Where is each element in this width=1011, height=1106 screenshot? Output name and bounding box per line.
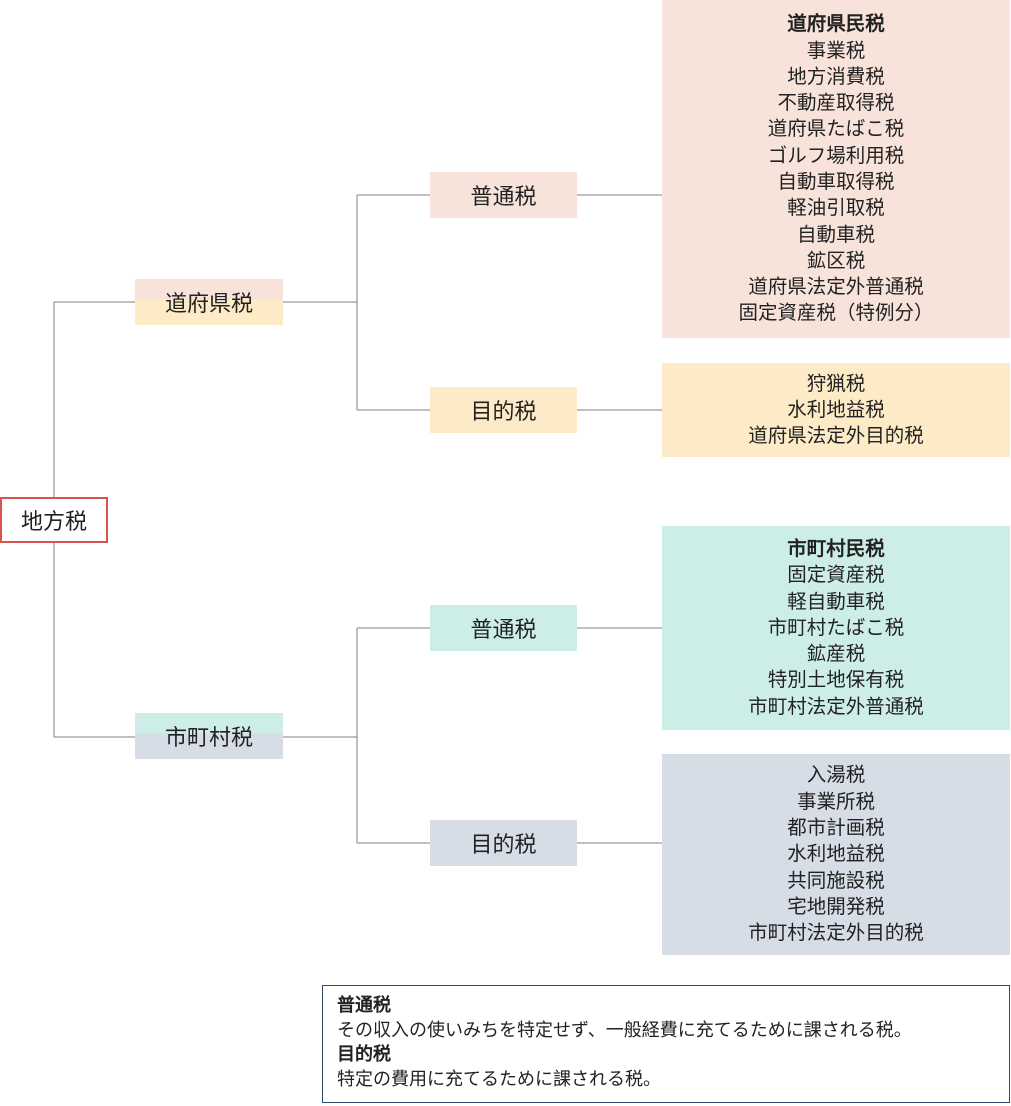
- tax-list-item: 自動車税: [796, 222, 875, 246]
- branch-label-prefectural: 道府県税: [164, 292, 253, 317]
- tax-list-item: 固定資産税（特例分）: [738, 301, 934, 325]
- root-label: 地方税: [20, 510, 87, 535]
- root-node-local-tax: 地方税: [0, 497, 108, 543]
- category-node-muni-purpose: 目的税: [430, 820, 577, 866]
- tax-list-item: 自動車取得税: [777, 170, 895, 193]
- tax-list-item: 市町村法定外目的税: [748, 921, 924, 945]
- category-node-pref-general: 普通税: [430, 172, 577, 218]
- tax-list-item: 市町村民税: [787, 536, 885, 560]
- category-label: 目的税: [470, 833, 537, 858]
- note-desc-purpose: 特定の費用に充てるために課される税。: [337, 1068, 661, 1090]
- tax-list-item: 道府県法定外目的税: [748, 424, 924, 448]
- tax-list-item: 道府県法定外普通税: [748, 275, 924, 299]
- tax-list-item: 共同施設税: [787, 868, 885, 892]
- category-label: 普通税: [470, 618, 537, 643]
- tax-list-item: 狩猟税: [806, 371, 866, 395]
- tax-list-item: 軽油引取税: [787, 196, 885, 220]
- tax-list-item: 事業税: [806, 38, 866, 62]
- tax-list-item: 水利地益税: [787, 397, 885, 421]
- category-label: 普通税: [470, 185, 537, 210]
- tax-list-item: 事業所税: [796, 789, 875, 813]
- tax-list-item: 道府県民税: [787, 12, 885, 36]
- tax-list-item: 地方消費税: [787, 64, 885, 88]
- tax-list-muni-purpose: 入湯税 事業所税 都市計画税 水利地益税 共同施設税 宅地開発税 市町村法定外目…: [662, 754, 1010, 955]
- tax-list-pref-purpose: 狩猟税 水利地益税 道府県法定外目的税: [662, 363, 1010, 457]
- note-desc-general: その収入の使いみちを特定せず、一般経費に充てるために課される税。: [337, 1019, 912, 1041]
- category-node-pref-purpose: 目的税: [430, 387, 577, 433]
- tax-list-item: 軽自動車税: [787, 589, 885, 613]
- branch-label-municipal: 市町村税: [164, 726, 253, 751]
- tax-list-item: 都市計画税: [787, 816, 885, 840]
- tax-list-item: 固定資産税: [787, 563, 885, 587]
- tax-list-item: 宅地開発税: [787, 894, 885, 918]
- branch-node-municipal-tax: 市町村税: [135, 713, 283, 759]
- note-term-purpose: 目的税: [337, 1044, 391, 1065]
- tax-list-item: 鉱区税: [806, 248, 866, 272]
- tax-list-muni-general: 市町村民税 固定資産税 軽自動車税 市町村たばこ税 鉱産税 特別土地保有税 市町…: [662, 526, 1010, 730]
- tax-list-pref-general: 道府県民税 事業税 地方消費税 不動産取得税 道府県たばこ税 ゴルフ場利用税 自…: [662, 0, 1010, 338]
- tax-list-item: 市町村法定外普通税: [748, 694, 924, 718]
- branch-node-prefectural-tax: 道府県税: [135, 279, 283, 325]
- definitions-note: 普通税 その収入の使いみちを特定せず、一般経費に充てるために課される税。 目的税…: [322, 985, 1010, 1103]
- tax-list-item: 入湯税: [806, 763, 866, 787]
- tax-list-item: ゴルフ場利用税: [767, 143, 905, 167]
- tax-list-item: 市町村たばこ税: [767, 615, 905, 639]
- tax-list-item: 鉱産税: [806, 642, 866, 666]
- tax-list-item: 特別土地保有税: [767, 668, 905, 692]
- tax-list-item: 不動産取得税: [777, 91, 895, 115]
- category-node-muni-general: 普通税: [430, 605, 577, 651]
- tax-list-item: 道府県たばこ税: [767, 117, 905, 141]
- note-term-general: 普通税: [337, 995, 391, 1016]
- tax-list-item: 水利地益税: [787, 842, 885, 866]
- category-label: 目的税: [470, 400, 537, 425]
